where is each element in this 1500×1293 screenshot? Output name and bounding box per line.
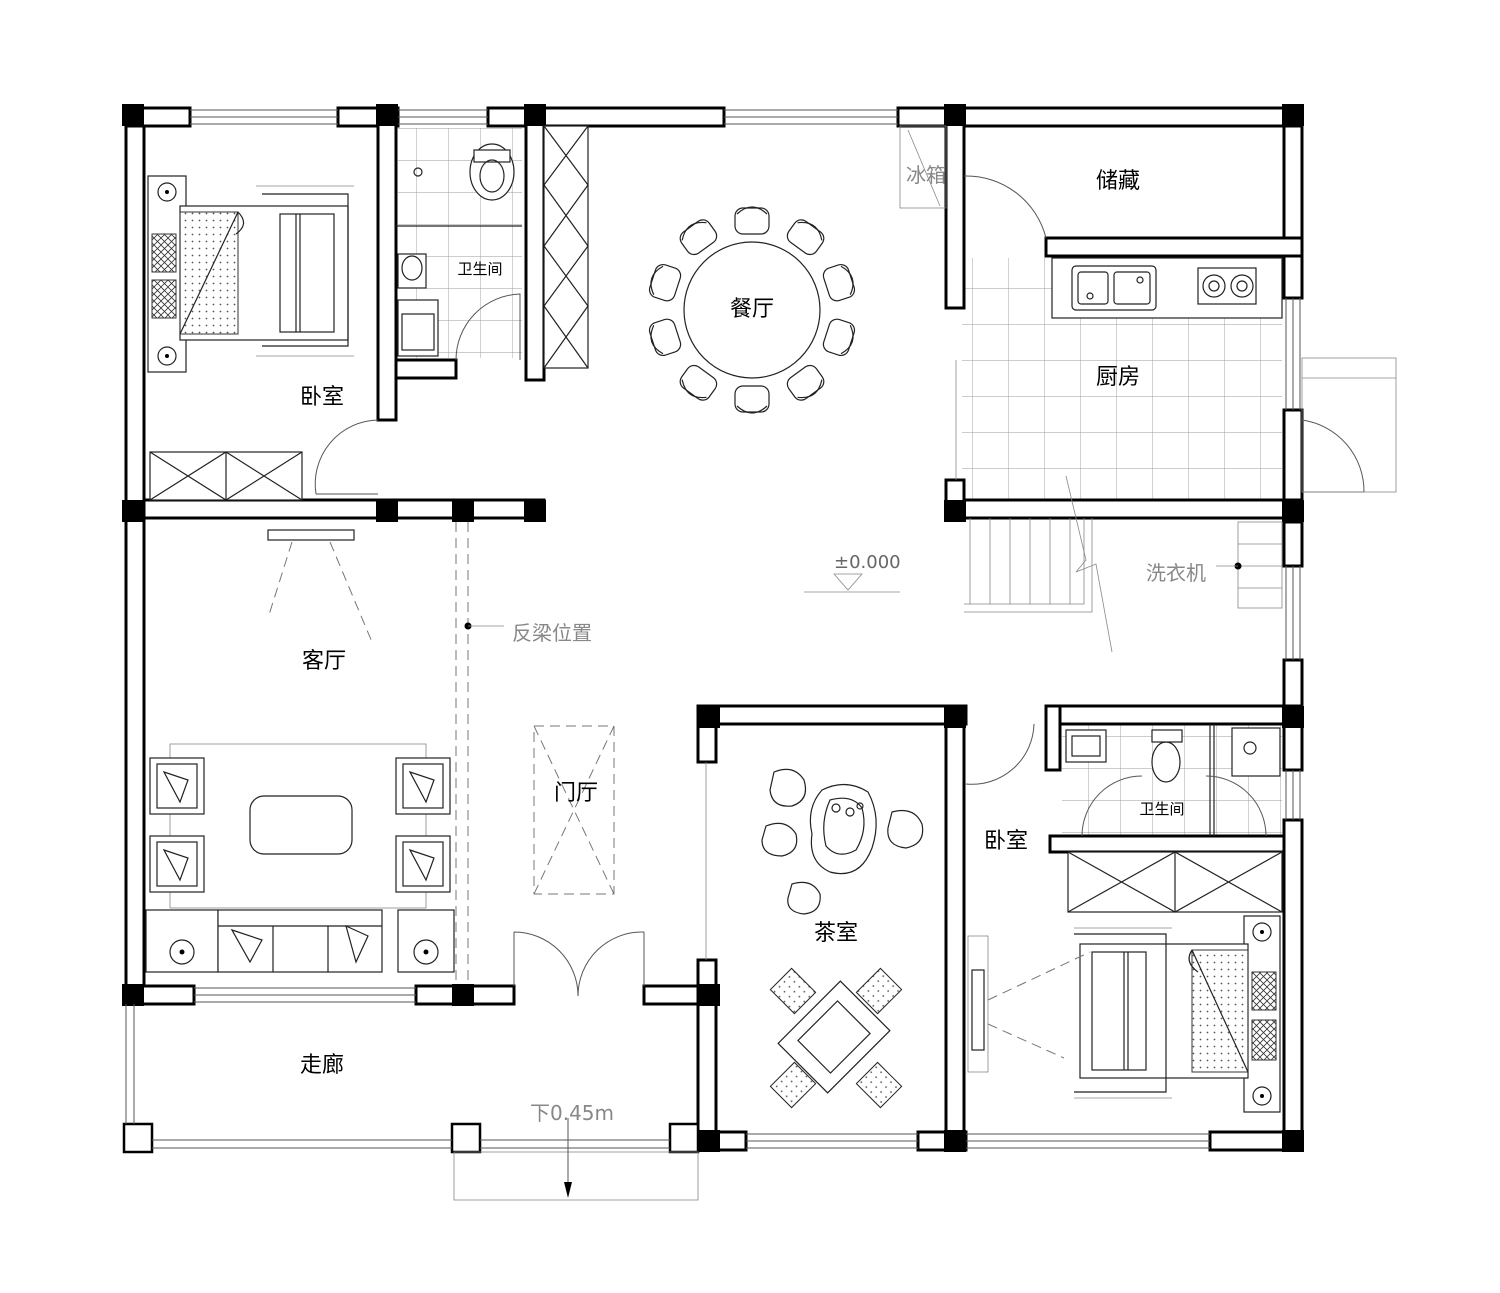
dining-table-set bbox=[645, 206, 859, 414]
label-dining: 餐厅 bbox=[730, 297, 774, 322]
windows bbox=[125, 109, 1301, 1149]
washing-machine bbox=[1216, 521, 1283, 609]
label-beam: 反梁位置 bbox=[512, 621, 592, 645]
structural-columns bbox=[122, 104, 1304, 1152]
fridge bbox=[899, 125, 947, 209]
label-bathroom-e: 卫生间 bbox=[1139, 800, 1184, 818]
kitchen-fixtures bbox=[955, 175, 1283, 480]
label-washer: 洗衣机 bbox=[1146, 561, 1206, 585]
tea-room-furniture bbox=[705, 762, 924, 1109]
exterior-walls bbox=[124, 106, 1304, 1152]
n-bathroom-fixtures bbox=[396, 125, 589, 369]
label-corridor: 走廊 bbox=[300, 1053, 344, 1078]
label-bedroom-nw: 卧室 bbox=[300, 385, 344, 410]
label-kitchen: 厨房 bbox=[1096, 365, 1140, 390]
foyer-skylight bbox=[513, 725, 645, 997]
label-tea-room: 茶室 bbox=[814, 921, 858, 946]
nw-bedroom-furniture bbox=[147, 175, 379, 501]
label-elevation: ±0.000 bbox=[834, 552, 901, 573]
living-room-furniture bbox=[145, 522, 504, 986]
label-bedroom-se: 卧室 bbox=[984, 829, 1028, 854]
kitchen-exterior-door bbox=[1301, 357, 1397, 493]
label-fridge: 冰箱 bbox=[906, 163, 946, 187]
label-living: 客厅 bbox=[302, 649, 346, 674]
elevation-marker bbox=[804, 573, 900, 593]
label-foyer: 门厅 bbox=[554, 781, 598, 806]
staircase bbox=[964, 475, 1113, 653]
se-bedroom-furniture bbox=[965, 723, 1283, 1113]
label-step-down: 下0.45m bbox=[530, 1101, 614, 1125]
porch-columns bbox=[122, 1122, 700, 1154]
entrance-steps bbox=[453, 1118, 699, 1201]
label-bathroom-n: 卫生间 bbox=[457, 260, 502, 278]
label-storage: 储藏 bbox=[1096, 169, 1140, 194]
